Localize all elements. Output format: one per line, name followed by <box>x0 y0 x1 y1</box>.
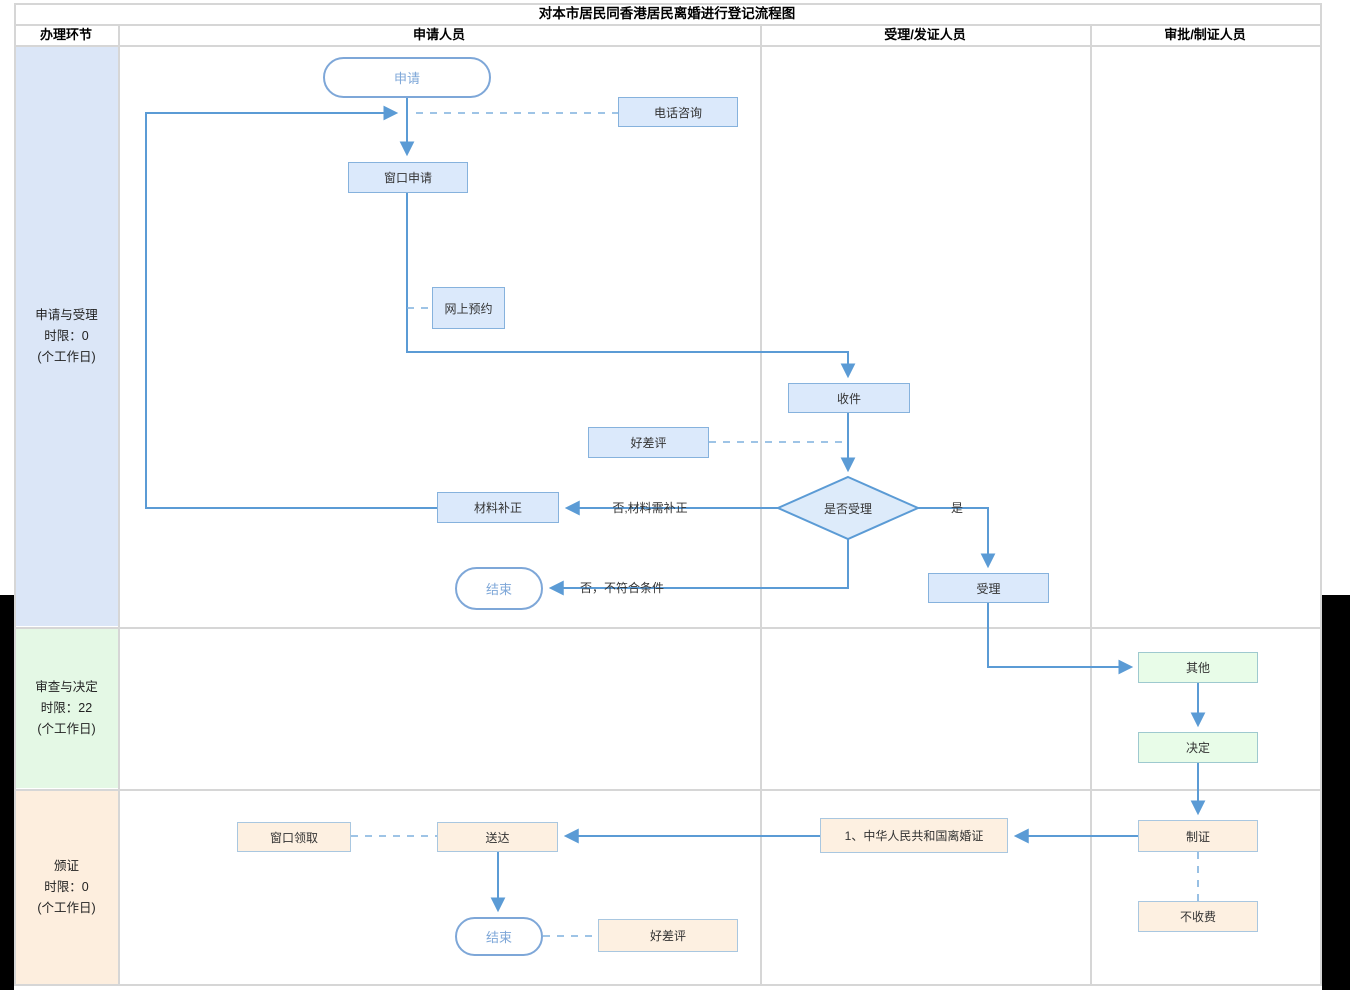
decision-node: 是否受理 <box>823 501 872 516</box>
make-cert-node: 制证 <box>1138 820 1258 852</box>
lane-name: 申请与受理 <box>35 307 98 322</box>
end-node-bottom: 结束 <box>455 917 543 956</box>
certificate-node: 1、中华人民共和国离婚证 <box>820 818 1008 853</box>
lane-issue-cert: 颁证 时限：0 (个工作日) <box>15 790 118 984</box>
grid-line <box>118 24 120 986</box>
start-node: 申请 <box>323 57 491 98</box>
window-apply-node: 窗口申请 <box>348 162 468 193</box>
phone-consult-node: 电话咨询 <box>618 97 738 127</box>
grid-line <box>14 3 16 986</box>
lane-unit: (个工作日) <box>37 349 96 364</box>
lane-unit: (个工作日) <box>37 721 96 736</box>
page-margin-left <box>0 595 14 990</box>
lane-unit: (个工作日) <box>37 900 96 915</box>
grid-line <box>760 24 762 986</box>
grid-line <box>14 789 1322 791</box>
edge-label-no-condition: 否，不符合条件 <box>579 581 664 595</box>
deliver-node: 送达 <box>437 822 558 852</box>
grid-line <box>14 3 1322 5</box>
grid-line <box>14 24 1322 26</box>
lane-limit: 时限：22 <box>40 700 93 715</box>
no-fee-node: 不收费 <box>1138 901 1258 932</box>
end-node-top: 结束 <box>455 567 543 610</box>
rating-node-top: 好差评 <box>588 427 709 458</box>
grid-line <box>14 627 1322 629</box>
lane-name: 审查与决定 <box>35 679 98 694</box>
edge-label-yes: 是 <box>950 501 963 515</box>
grid-line <box>14 45 1322 47</box>
column-header-applicant: 申请人员 <box>412 27 465 42</box>
material-fix-node: 材料补正 <box>437 492 559 523</box>
lane-limit: 时限：0 <box>44 328 89 343</box>
edge-label-no-material: 否,材料需补正 <box>612 501 688 515</box>
window-pickup-node: 窗口领取 <box>237 822 351 852</box>
page-title: 对本市居民同香港居民离婚进行登记流程图 <box>538 6 796 21</box>
grid-line <box>1320 3 1322 986</box>
decide-node: 决定 <box>1138 732 1258 763</box>
lane-apply-accept: 申请与受理 时限：0 (个工作日) <box>15 46 118 626</box>
lane-limit: 时限：0 <box>44 879 89 894</box>
column-header-acceptor: 受理/发证人员 <box>884 27 966 42</box>
page-margin-right <box>1322 595 1350 990</box>
grid-line <box>1090 24 1092 986</box>
rating-node-bottom: 好差评 <box>598 919 738 952</box>
online-booking-node: 网上预约 <box>432 287 505 329</box>
lane-review-decide: 审查与决定 时限：22 (个工作日) <box>15 628 118 788</box>
accept-node: 受理 <box>928 573 1049 603</box>
column-header-stage: 办理环节 <box>39 27 92 42</box>
other-node: 其他 <box>1138 652 1258 683</box>
grid-line <box>14 984 1322 986</box>
column-header-approver: 审批/制证人员 <box>1164 27 1246 42</box>
lane-name: 颁证 <box>53 858 79 873</box>
receive-node: 收件 <box>788 383 910 413</box>
